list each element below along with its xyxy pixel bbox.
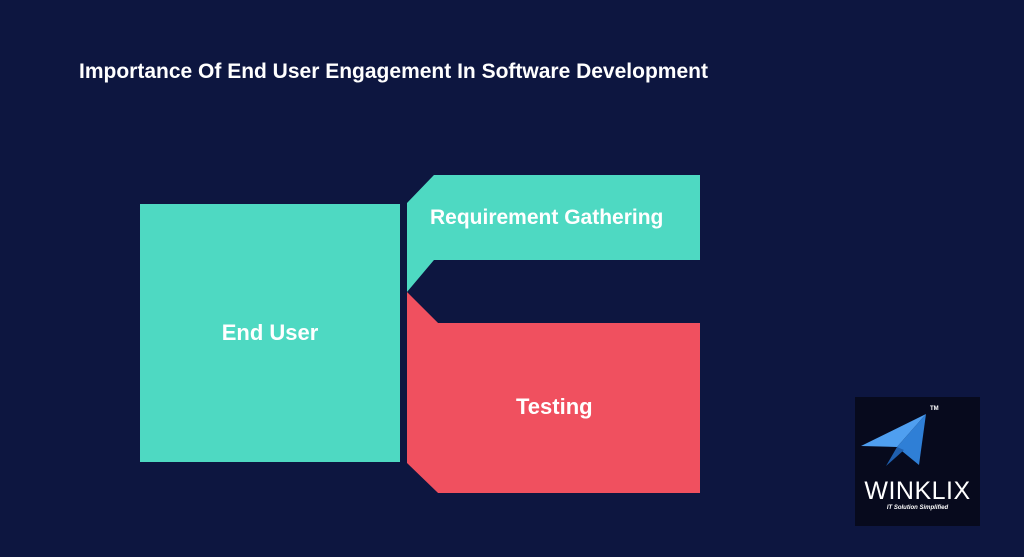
- testing-label: Testing: [516, 394, 593, 419]
- logo-name: WINKLIX: [864, 477, 971, 505]
- paper-plane-icon: [861, 414, 926, 466]
- winklix-logo: TM WINKLIX IT Solution Simplified: [855, 397, 980, 526]
- trademark-mark: TM: [930, 406, 939, 412]
- requirement-gathering-label: Requirement Gathering: [430, 206, 664, 229]
- end-user-label: End User: [221, 320, 319, 345]
- testing-shape: [407, 292, 700, 493]
- logo-tagline: IT Solution Simplified: [886, 505, 949, 511]
- requirement-gathering-shape: [407, 175, 700, 292]
- end-user-box: End User: [140, 204, 400, 462]
- diagram-title: Importance Of End User Engagement In Sof…: [79, 60, 708, 83]
